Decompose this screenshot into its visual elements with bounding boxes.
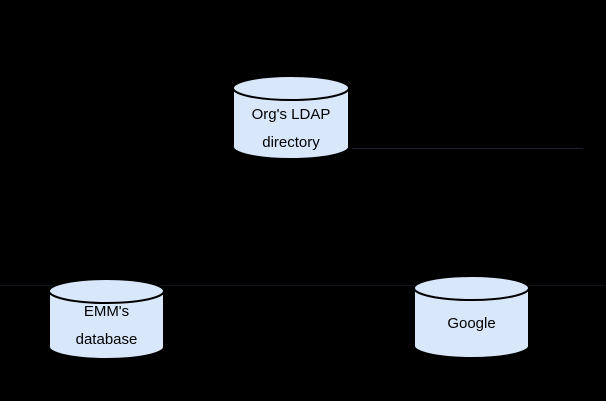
google-cylinder: Google [412, 274, 531, 360]
cylinder-top [48, 278, 165, 304]
cylinder-body [413, 288, 530, 359]
cylinder-top [413, 275, 530, 301]
cylinder-body [232, 88, 350, 160]
faint-connector-line [352, 148, 583, 149]
cylinder-top [232, 75, 350, 101]
emm-database-cylinder: EMM's database [47, 277, 166, 361]
cylinder-body [48, 291, 165, 360]
ldap-directory-cylinder: Org's LDAP directory [231, 74, 351, 161]
faint-connector-line [0, 285, 606, 286]
database-cylinder-icon [413, 275, 530, 359]
database-cylinder-icon [48, 278, 165, 360]
database-cylinder-icon [232, 75, 350, 160]
